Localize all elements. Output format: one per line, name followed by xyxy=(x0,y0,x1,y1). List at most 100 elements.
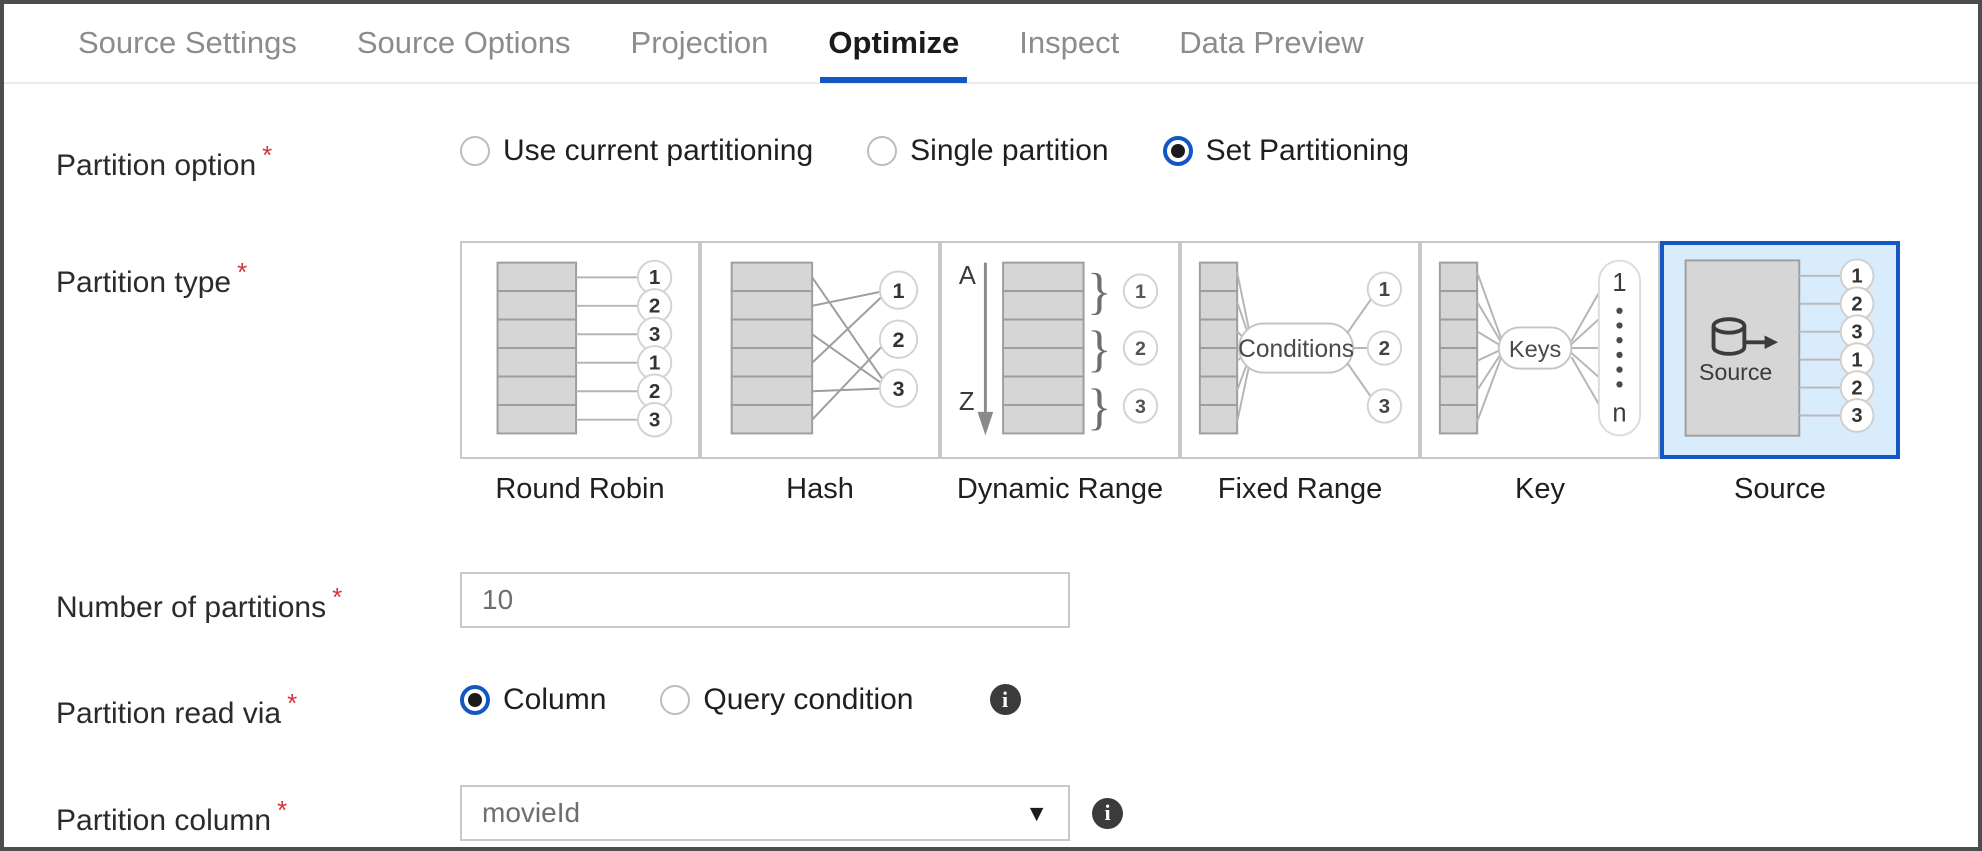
partition-type-option-source: Source xyxy=(1660,241,1900,506)
card-fixed-range[interactable]: Conditions 1 2 3 xyxy=(1180,241,1420,459)
tab-label: Source Options xyxy=(356,25,571,60)
number-of-partitions-input[interactable]: 10 xyxy=(460,572,1070,628)
optimize-form: Partition option* Use current partitioni… xyxy=(4,136,1978,841)
tab-inspect[interactable]: Inspect xyxy=(989,3,1149,83)
input-value: 10 xyxy=(482,584,514,615)
capsule-bottom-label: n xyxy=(1612,400,1626,428)
partition-option-radio-group: Use current partitioning Single partitio… xyxy=(460,136,1463,166)
radio-circle-selected-icon xyxy=(1162,136,1193,166)
label-text: Partition read via xyxy=(56,697,282,730)
svg-text:2: 2 xyxy=(1851,294,1862,316)
svg-text:3: 3 xyxy=(1135,396,1146,418)
required-asterisk: * xyxy=(262,140,273,170)
partition-column-select[interactable]: movieId ▼ xyxy=(460,785,1070,841)
chevron-down-icon: ▼ xyxy=(1025,799,1048,826)
required-asterisk: * xyxy=(287,688,298,718)
tab-label: Inspect xyxy=(1019,25,1120,60)
svg-text:3: 3 xyxy=(649,409,660,432)
required-asterisk: * xyxy=(332,582,343,612)
svg-text:1: 1 xyxy=(1851,266,1862,288)
card-label-dynamic-range: Dynamic Range xyxy=(956,473,1164,505)
tab-label: Source Settings xyxy=(78,25,297,60)
radio-circle-icon xyxy=(867,136,898,166)
tab-data-preview[interactable]: Data Preview xyxy=(1149,3,1393,83)
svg-text:2: 2 xyxy=(1379,337,1390,360)
database-arrow-icon xyxy=(1711,317,1779,356)
radio-label: Column xyxy=(503,682,607,716)
svg-text:1: 1 xyxy=(1135,281,1146,303)
info-glyph: i xyxy=(1104,800,1111,825)
card-label-hash: Hash xyxy=(786,473,854,505)
number-of-partitions-label: Number of partitions* xyxy=(4,572,460,623)
svg-text:}: } xyxy=(1087,380,1112,436)
radio-single-partition[interactable]: Single partition xyxy=(867,134,1109,167)
tab-bar: Source Settings Source Options Projectio… xyxy=(4,4,1978,84)
card-label-round-robin: Round Robin xyxy=(495,473,665,505)
axis-top-letter: A xyxy=(959,262,976,290)
info-glyph: i xyxy=(1001,686,1009,712)
partition-read-via-radio-group: Column Query condition i xyxy=(460,684,1021,715)
axis-bottom-letter: Z xyxy=(959,388,975,416)
svg-text:2: 2 xyxy=(649,295,660,318)
fixed-range-diagram-icon: Conditions 1 2 3 xyxy=(1198,261,1403,435)
tab-source-settings[interactable]: Source Settings xyxy=(48,3,327,83)
info-icon[interactable]: i xyxy=(989,684,1021,715)
dynamic-range-diagram-icon: A Z xyxy=(959,261,1159,436)
card-source[interactable]: Source xyxy=(1660,241,1900,459)
tab-optimize[interactable]: Optimize xyxy=(798,3,989,83)
number-of-partitions-row: Number of partitions* 10 xyxy=(4,572,1978,628)
tab-label: Optimize xyxy=(828,25,960,60)
card-key[interactable]: Keys 1 xyxy=(1420,241,1660,459)
svg-text:3: 3 xyxy=(649,323,660,346)
svg-text:1: 1 xyxy=(649,266,660,289)
radio-label: Set Partitioning xyxy=(1205,134,1410,167)
hash-diagram-icon: 123 xyxy=(730,261,919,435)
card-label-key: Key xyxy=(1515,473,1565,505)
radio-circle-selected-icon xyxy=(460,684,490,715)
tab-label: Projection xyxy=(630,25,769,60)
info-icon[interactable]: i xyxy=(1092,797,1123,829)
key-diagram-icon: Keys 1 xyxy=(1438,259,1642,437)
tab-source-options[interactable]: Source Options xyxy=(327,3,601,83)
svg-text:}: } xyxy=(1087,322,1112,378)
svg-text:3: 3 xyxy=(1379,395,1390,418)
label-text: Partition option xyxy=(56,149,257,182)
svg-text:1: 1 xyxy=(893,278,905,303)
label-text: Partition type xyxy=(56,266,232,299)
radio-label: Single partition xyxy=(910,134,1109,167)
radio-set-partitioning[interactable]: Set Partitioning xyxy=(1162,134,1410,167)
required-asterisk: * xyxy=(277,795,288,825)
source-diagram-icon: Source xyxy=(1684,258,1875,437)
card-label-fixed-range: Fixed Range xyxy=(1217,473,1383,505)
svg-text:1: 1 xyxy=(1851,349,1862,371)
tab-projection[interactable]: Projection xyxy=(601,3,799,83)
source-icon-label: Source xyxy=(1699,359,1772,385)
partition-type-option-dynamic-range: A Z xyxy=(940,241,1180,506)
partition-read-via-label: Partition read via* xyxy=(4,684,460,729)
partition-type-option-key: Keys 1 xyxy=(1420,241,1660,506)
svg-text:3: 3 xyxy=(1851,405,1862,427)
radio-label: Use current partitioning xyxy=(503,134,814,167)
radio-column[interactable]: Column xyxy=(460,682,607,716)
svg-text:1: 1 xyxy=(1379,278,1390,301)
round-robin-diagram-icon: 123 123 xyxy=(496,259,673,438)
conditions-pill-label: Conditions xyxy=(1238,336,1354,363)
svg-text:2: 2 xyxy=(1851,377,1862,399)
partition-option-row: Partition option* Use current partitioni… xyxy=(4,136,1978,181)
partition-option-label: Partition option* xyxy=(4,136,460,181)
partition-read-via-row: Partition read via* Column Query conditi… xyxy=(4,684,1978,729)
tab-label: Data Preview xyxy=(1179,25,1364,60)
radio-circle-icon xyxy=(460,136,490,166)
radio-query-condition[interactable]: Query condition xyxy=(660,682,914,716)
radio-use-current-partitioning[interactable]: Use current partitioning xyxy=(460,136,813,166)
card-dynamic-range[interactable]: A Z xyxy=(940,241,1180,459)
svg-text:2: 2 xyxy=(1135,338,1146,360)
radio-circle-icon xyxy=(660,684,691,715)
select-value: movieId xyxy=(482,797,581,828)
radio-label: Query condition xyxy=(703,682,914,716)
